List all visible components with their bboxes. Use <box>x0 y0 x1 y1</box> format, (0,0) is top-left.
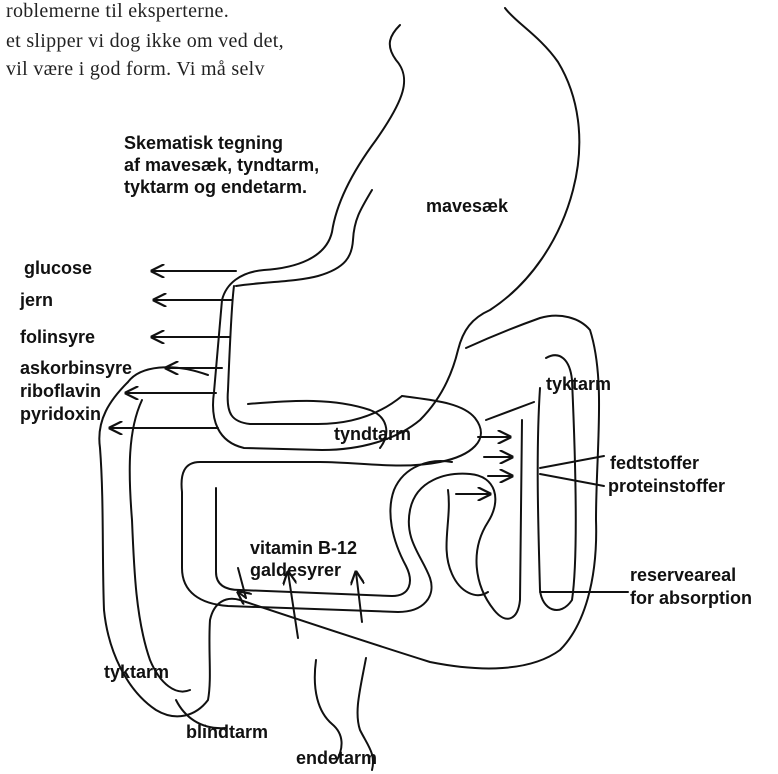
pointer-protein <box>540 474 604 486</box>
label-jern: jern <box>20 290 53 311</box>
label-reserveareal: reserveareal <box>630 565 736 586</box>
pointer-fat <box>540 456 604 468</box>
label-vitamin-b12: vitamin B-12 <box>250 538 357 559</box>
pointer-tyktarm <box>486 402 534 420</box>
label-riboflavin: riboflavin <box>20 381 101 402</box>
caption-line-2: af mavesæk, tyndtarm, <box>124 154 319 176</box>
diagram-caption: Skematisk tegning af mavesæk, tyndtarm, … <box>124 132 319 198</box>
label-endetarm: endetarm <box>296 748 377 769</box>
label-galdesyrer: galdesyrer <box>250 560 341 581</box>
label-askorbinsyre: askorbinsyre <box>20 358 132 379</box>
stomach-outline <box>213 8 579 450</box>
label-pyridoxin: pyridoxin <box>20 404 101 425</box>
stomach-inner-outline <box>228 190 402 424</box>
caption-line-3: tyktarm og endetarm. <box>124 176 319 198</box>
label-tyndtarm: tyndtarm <box>334 424 411 445</box>
label-folinsyre: folinsyre <box>20 327 95 348</box>
label-glucose: glucose <box>24 258 92 279</box>
label-for-absorption: for absorption <box>630 588 752 609</box>
arrow-b12-3 <box>356 572 362 622</box>
large-intestine-outline <box>99 316 599 717</box>
label-proteinstoffer: proteinstoffer <box>608 476 725 497</box>
label-mavesaek: mavesæk <box>426 196 508 217</box>
label-tyktarm-left: tyktarm <box>104 662 169 683</box>
caption-line-1: Skematisk tegning <box>124 132 319 154</box>
label-fedtstoffer: fedtstoffer <box>610 453 699 474</box>
arrow-b12-2 <box>288 572 298 638</box>
label-blindtarm: blindtarm <box>186 722 268 743</box>
label-tyktarm-right: tyktarm <box>546 374 611 395</box>
